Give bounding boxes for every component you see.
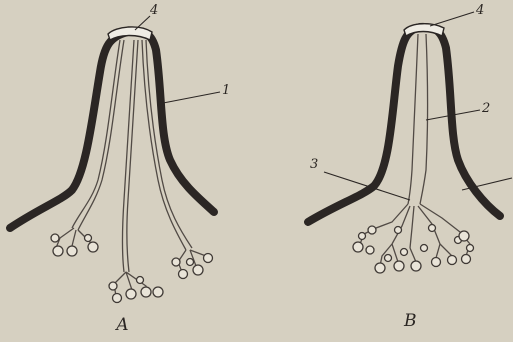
panel-b-label-3: 3 xyxy=(310,157,318,172)
panel-b-caption: В xyxy=(403,311,417,331)
panel-a-caption: А xyxy=(115,315,129,335)
panel-a-label-1: 1 xyxy=(222,83,230,98)
panel-b-label-4: 4 xyxy=(475,3,484,18)
panel-a-label-4: 4 xyxy=(149,3,158,18)
panel-b-label-2: 2 xyxy=(481,101,490,116)
